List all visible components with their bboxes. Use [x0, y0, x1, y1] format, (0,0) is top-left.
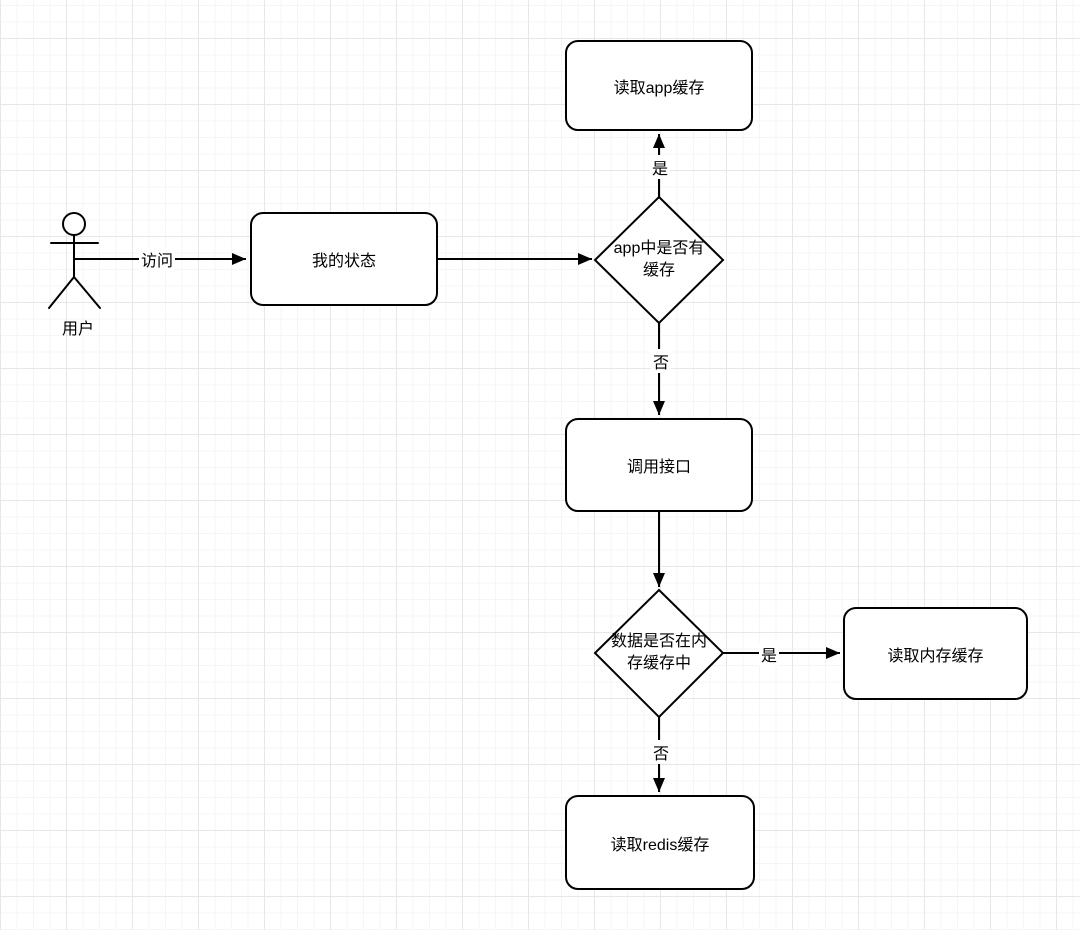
edge-label-memory-cache-no[interactable]: 否: [650, 740, 672, 764]
edge-label-visit[interactable]: 访问: [138, 247, 176, 271]
node-read-redis-cache-label: 读取redis缓存: [610, 836, 710, 854]
node-my-status-label: 我的状态: [311, 253, 376, 270]
node-my-status[interactable]: 我的状态: [250, 212, 438, 306]
actor-user-figure[interactable]: [48, 212, 101, 309]
node-read-memory-cache-label: 读取内存缓存: [887, 647, 984, 665]
node-read-app-cache-label: 读取app缓存: [613, 79, 705, 97]
actor-user-label[interactable]: 用户: [61, 321, 95, 338]
node-call-api-label: 调用接口: [626, 459, 691, 476]
actor-left-leg: [48, 276, 75, 309]
node-read-redis-cache[interactable]: 读取redis缓存: [565, 795, 755, 890]
edge-label-memory-cache-yes[interactable]: 是: [758, 642, 780, 666]
node-read-app-cache[interactable]: 读取app缓存: [565, 40, 753, 131]
node-app-cache-decision-label[interactable]: app中是否有缓存: [613, 240, 705, 279]
node-call-api[interactable]: 调用接口: [565, 418, 753, 512]
edge-label-app-cache-no[interactable]: 否: [650, 349, 672, 373]
actor-right-leg: [73, 276, 101, 309]
actor-head: [62, 212, 86, 236]
node-read-memory-cache[interactable]: 读取内存缓存: [843, 607, 1028, 700]
node-memory-cache-decision-label[interactable]: 数据是否在内存缓存中: [610, 633, 707, 672]
edge-label-app-cache-yes[interactable]: 是: [649, 155, 671, 179]
